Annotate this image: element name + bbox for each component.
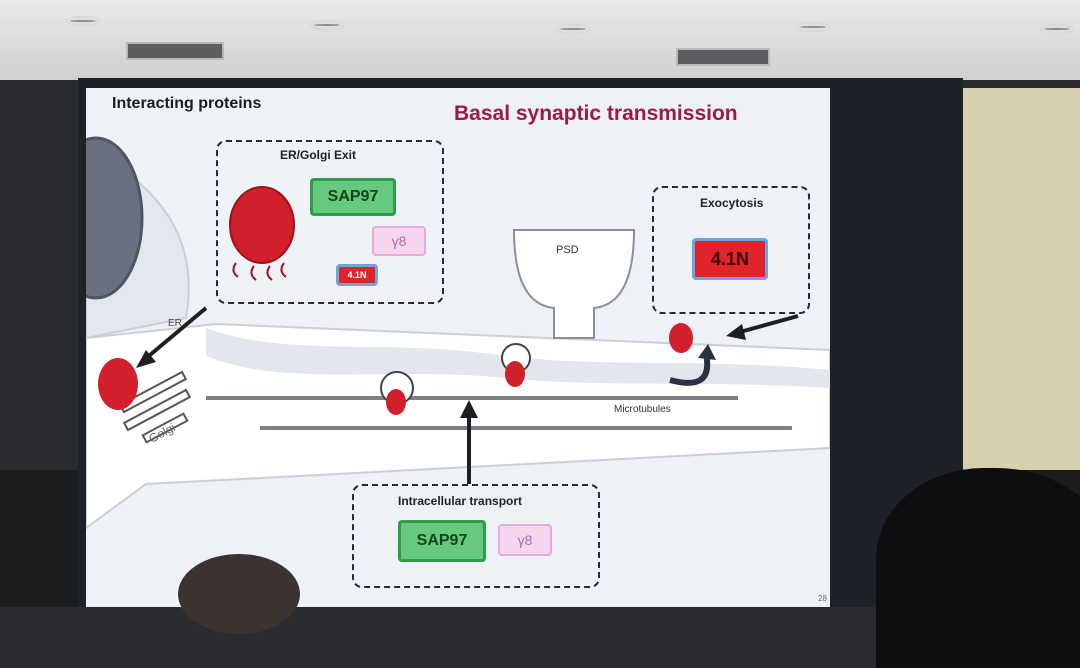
sap97-tag: SAP97 xyxy=(398,520,486,562)
exocytosis-box: Exocytosis 4.1N xyxy=(652,186,810,314)
neuron-diagram xyxy=(86,136,830,530)
exocytosis-curve-arrow xyxy=(669,353,711,386)
golgi-stack xyxy=(122,388,192,432)
arrowhead xyxy=(460,400,478,418)
arrow-to-membrane xyxy=(739,314,799,334)
arrow-to-golgi xyxy=(142,306,208,362)
psd-spine xyxy=(512,229,636,339)
sap97-tag: SAP97 xyxy=(310,178,396,216)
ceiling-vent xyxy=(676,48,770,66)
audience-head xyxy=(178,554,300,634)
ceiling xyxy=(0,0,1080,80)
ceiling-light xyxy=(556,24,590,34)
receptor xyxy=(386,389,406,415)
slide-heading: Interacting proteins xyxy=(112,95,262,112)
ceiling-light xyxy=(310,20,344,30)
arrowhead xyxy=(726,324,746,340)
room-wall xyxy=(958,88,1080,478)
arrowhead xyxy=(136,350,156,368)
intracellular-transport-box: Intracellular transport SAP97 γ8 xyxy=(352,484,600,588)
receptor xyxy=(505,361,525,387)
presentation-slide: Interacting proteins Basal synaptic tran… xyxy=(86,88,830,607)
gamma8-tag: γ8 xyxy=(498,524,552,556)
receptor xyxy=(98,358,138,410)
receptor-large xyxy=(229,186,295,264)
ceiling-vent xyxy=(126,42,224,60)
intracellular-transport-label: Intracellular transport xyxy=(398,494,523,508)
receptor-tails xyxy=(232,262,287,281)
slide-title: Basal synaptic transmission xyxy=(454,102,738,125)
ceiling-light xyxy=(1040,24,1074,34)
gamma8-tag: γ8 xyxy=(372,226,426,256)
microtubules-label: Microtubules xyxy=(614,404,671,415)
ceiling-light xyxy=(796,22,830,32)
arrowhead xyxy=(698,344,716,360)
er-label: ER xyxy=(168,318,182,329)
audience-head xyxy=(876,468,1080,668)
protein-4-1n-tag: 4.1N xyxy=(336,264,378,286)
psd-label: PSD xyxy=(556,244,579,256)
golgi-stack xyxy=(141,412,189,444)
ceiling-light xyxy=(66,16,100,26)
exocytosis-label: Exocytosis xyxy=(700,196,764,210)
receptor xyxy=(669,323,693,353)
protein-4-1n-tag: 4.1N xyxy=(692,238,768,280)
er-golgi-exit-label: ER/Golgi Exit xyxy=(280,148,357,162)
slide-page-number: 28 xyxy=(818,594,827,603)
nucleus xyxy=(86,136,144,300)
er-golgi-exit-box: ER/Golgi Exit SAP97 γ8 4.1N xyxy=(216,140,444,304)
